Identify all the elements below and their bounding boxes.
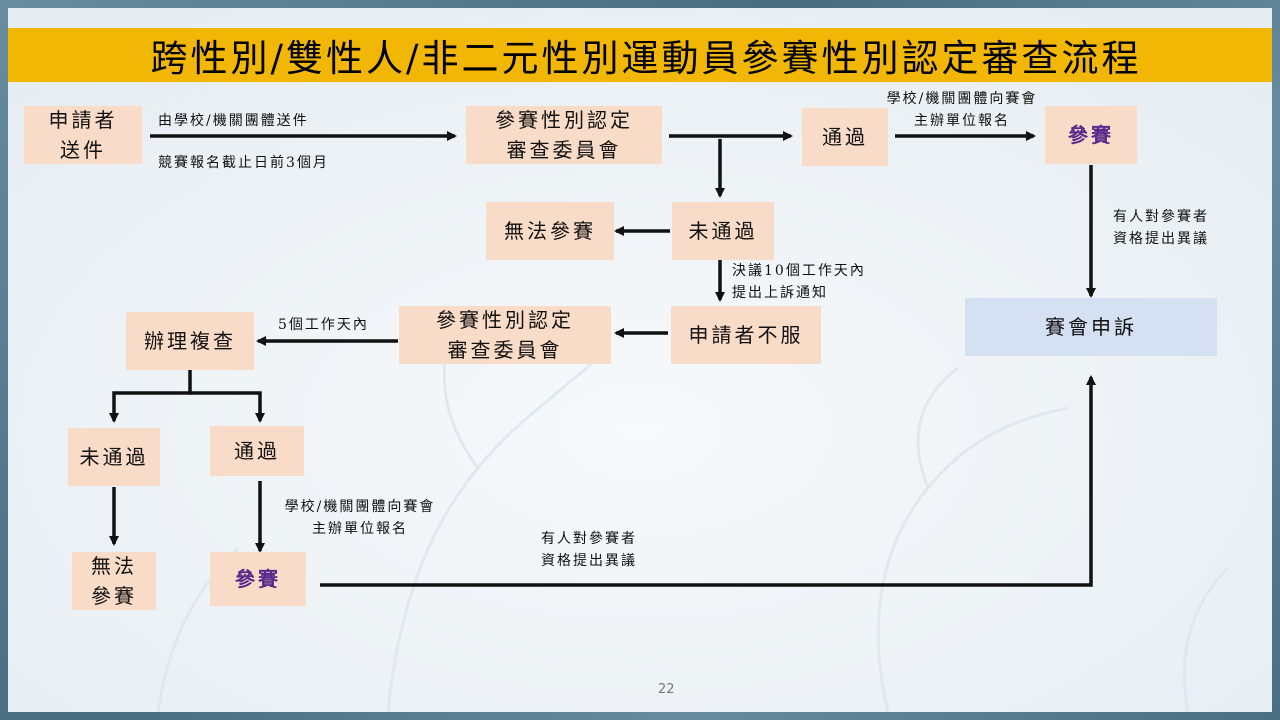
slide: 跨性別/雙性人/非二元性別運動員參賽性別認定審查流程 申請者 送件 參賽性別認定 [8, 8, 1272, 712]
send-via-school-label: 由學校/機關團體送件 [158, 113, 309, 129]
title-bar: 跨性別/雙性人/非二元性別運動員參賽性別認定審查流程 [8, 28, 1272, 82]
register-bottom-label: 學校/機關團體向賽會 主辦單位報名 [284, 499, 436, 537]
pass-top-box: 通過 [802, 108, 888, 166]
resolution-notice-label: 決議10個工作天內 提出上訴通知 [732, 263, 866, 301]
five-days-label: 5個工作天內 [278, 317, 369, 333]
applicant-dispute-box: 申請者不服 [671, 306, 821, 364]
pass-bottom-box: 通過 [210, 426, 304, 476]
not-pass-bottom-box: 未通過 [68, 428, 160, 486]
review-box: 辦理複查 [126, 312, 254, 370]
participate-top-box: 參賽 [1045, 106, 1137, 164]
appeal-box: 賽會申訴 [965, 298, 1217, 356]
committee-mid-box: 參賽性別認定 審查委員會 [399, 306, 611, 364]
deadline-label: 競賽報名截止日前3個月 [158, 155, 329, 171]
register-top-label: 學校/機關團體向賽會 主辦單位報名 [886, 91, 1038, 129]
page-title: 跨性別/雙性人/非二元性別運動員參賽性別認定審查流程 [150, 37, 1142, 80]
committee-top-box: 參賽性別認定 審查委員會 [466, 106, 662, 164]
page-number: 22 [658, 682, 675, 697]
flow-arrows [109, 131, 1096, 587]
participate-bottom-box: 參賽 [210, 552, 306, 606]
cannot-participate-bottom-box: 無法 參賽 [72, 552, 156, 610]
cannot-participate-mid-box: 無法參賽 [486, 202, 614, 260]
objection-right-label: 有人對參賽者 資格提出異議 [1113, 209, 1209, 247]
applicant-submit-box: 申請者 送件 [24, 106, 142, 164]
not-pass-mid-box: 未通過 [672, 202, 774, 260]
objection-bottom-label: 有人對參賽者 資格提出異議 [541, 531, 637, 569]
